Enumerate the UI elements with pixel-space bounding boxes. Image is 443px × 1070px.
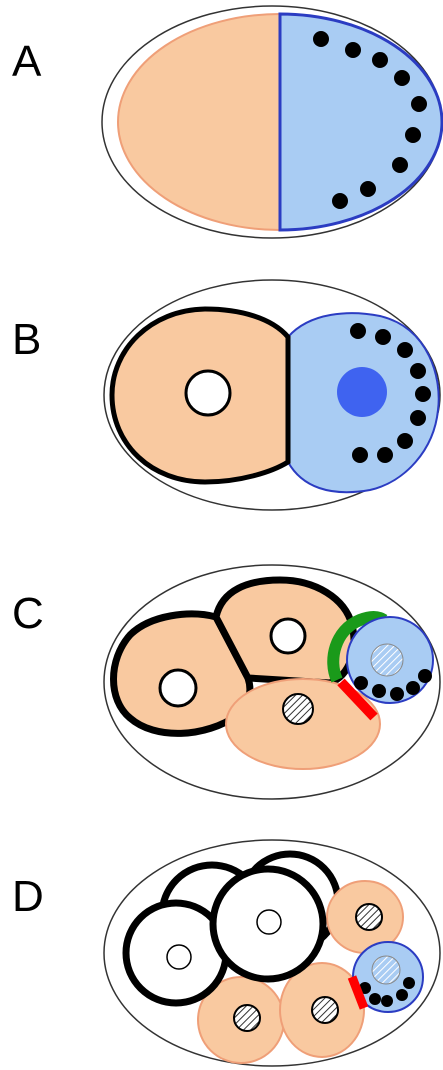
nucleus-ab-b: [186, 371, 230, 415]
panel-c-embryo: [104, 565, 440, 799]
nucleus-ms-d: [234, 1005, 260, 1031]
nucleus-ab-front-left-d: [167, 945, 191, 969]
nucleus-p1-b: [337, 367, 387, 417]
nucleus-ems-c: [283, 694, 313, 724]
nucleus-ab-front-right-d: [257, 910, 281, 934]
panel-d-embryo: [104, 840, 440, 1066]
nucleus-aba-c: [160, 670, 196, 706]
nucleus-c-d: [356, 904, 382, 930]
nucleus-abp-c: [271, 619, 305, 653]
nucleus-p2-c: [371, 644, 403, 676]
panel-b-embryo: [104, 280, 440, 510]
posterior-half-a: [280, 14, 442, 230]
nucleus-p3-d: [372, 956, 400, 984]
nucleus-e-d: [312, 997, 338, 1023]
panel-a-embryo: [102, 6, 442, 238]
